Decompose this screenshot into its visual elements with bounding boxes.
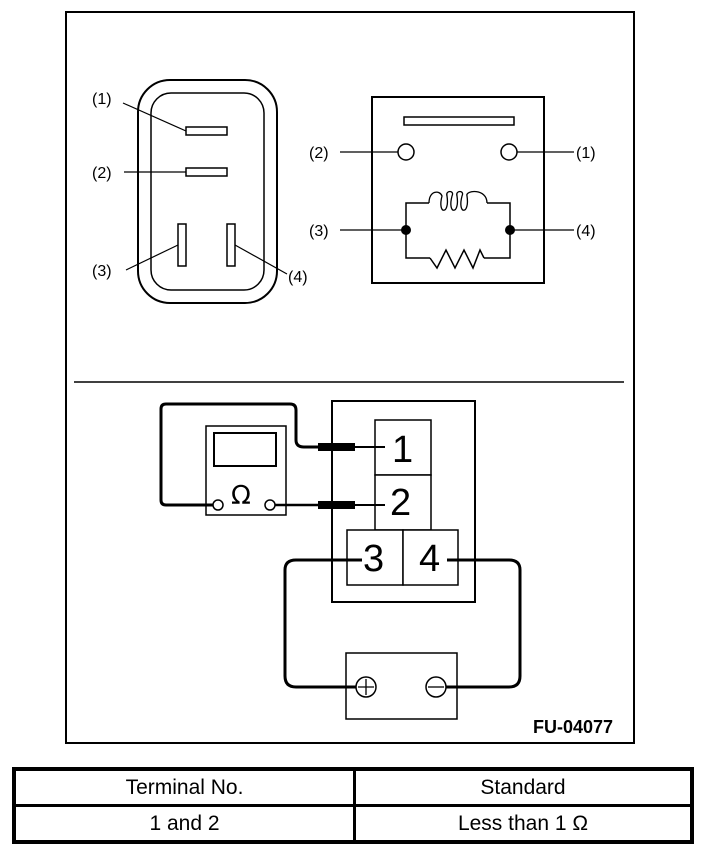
node-4-dot [505,225,515,235]
figure-frame [65,11,635,744]
ohm-symbol: Ω [231,481,251,511]
terminal-1-contact [500,143,518,161]
connector-label-3: (3) [92,263,112,280]
terminal-number-2: 2 [390,482,411,524]
battery-lead-negative [446,558,522,689]
pin-2 [185,167,228,177]
connector-label-1: (1) [92,91,112,108]
terminal-box-3 [346,529,404,586]
probe-tip-1 [318,443,355,451]
terminal-number-1: 1 [392,429,413,471]
leader-1 [122,102,187,132]
terminal-box-4 [402,529,459,586]
spec-table-header: Terminal No. Standard [12,767,694,807]
leader-4 [234,244,288,275]
terminal-number-4: 4 [419,538,440,580]
coil-branch-wire [405,202,511,230]
pin-4 [226,223,236,267]
pin-3 [177,223,187,267]
cell-terminal: 1 and 2 [12,804,356,844]
header-terminal-no: Terminal No. [12,767,356,807]
coil-icon [428,190,488,211]
terminal-number-3: 3 [363,538,384,580]
plus-icon [358,679,374,695]
relay-schematic: (2) (1) (3) (4) [309,96,596,284]
table-row: 1 and 2 Less than 1 Ω [12,804,694,844]
probe-tip-2 [318,501,355,509]
schematic-label-2: (2) [309,145,329,162]
terminal-2-contact [397,143,415,161]
schematic-label-3: (3) [309,223,329,240]
meter-terminal-right [264,499,276,511]
resistor-icon [429,248,485,270]
connector-inner-housing [150,92,265,291]
figure-id: FU-04077 [533,717,613,737]
connector-face-view: (1) (2) (3) (4) [92,79,308,304]
contact-bar [403,116,515,126]
cell-standard: Less than 1 Ω [353,804,694,844]
schematic-label-4: (4) [576,223,596,240]
schematic-label-1: (1) [576,145,596,162]
connector-label-4: (4) [288,269,308,286]
probe-lead-1 [159,402,318,507]
ohmmeter-display [213,432,277,467]
connector-outer-housing [137,79,278,304]
header-standard: Standard [353,767,694,807]
node-3-dot [401,225,411,235]
pin-1 [185,126,228,136]
connector-label-2: (2) [92,165,112,182]
test-circuit: 1 2 3 4 Ω [159,400,522,720]
leader-3 [125,244,179,271]
spec-table: Terminal No. Standard 1 and 2 Less than … [12,767,694,844]
relay-body [371,96,545,284]
meter-terminal-left [212,499,224,511]
battery-lead-positive [283,558,362,689]
resistor-branch-wire [405,230,511,259]
